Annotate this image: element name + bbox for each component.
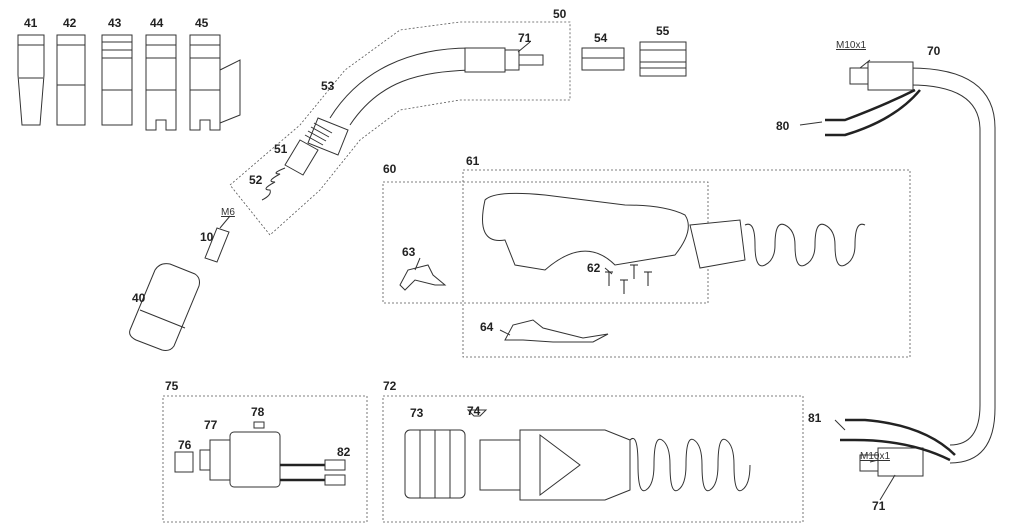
swan-neck-50	[307, 47, 544, 156]
label-42: 42	[63, 16, 77, 30]
label-78: 78	[251, 405, 265, 419]
connector-77	[199, 431, 281, 488]
tip-holder-51	[284, 122, 333, 176]
nut-76	[174, 451, 194, 473]
screw-78	[253, 421, 265, 429]
clip-74	[466, 409, 488, 417]
group-box-50	[229, 21, 571, 236]
trigger-63	[399, 264, 447, 291]
label-76: 76	[178, 438, 192, 452]
label-60: 60	[383, 162, 397, 176]
label-m6: M6	[221, 207, 235, 218]
nozzle-44	[145, 34, 177, 131]
label-70: 70	[927, 44, 941, 58]
nozzle-42	[56, 34, 86, 126]
group-box-61	[462, 169, 911, 358]
wires-80	[825, 88, 921, 137]
body-72	[479, 429, 751, 501]
handle-61	[482, 192, 866, 271]
spring-52	[261, 167, 286, 201]
label-75: 75	[165, 379, 179, 393]
leader-lines	[219, 41, 896, 501]
label-m10x1-bottom: M10x1	[860, 451, 890, 462]
label-54: 54	[594, 31, 608, 45]
terminals-82	[324, 459, 346, 486]
nozzle-41	[17, 34, 45, 126]
sleeve-55	[639, 41, 687, 77]
label-53: 53	[321, 79, 335, 93]
sleeve-54	[581, 47, 625, 71]
label-51: 51	[274, 142, 288, 156]
group-box-72	[382, 395, 804, 523]
label-m10x1-top: M10x1	[836, 40, 866, 51]
label-73: 73	[410, 406, 424, 420]
label-55: 55	[656, 24, 670, 38]
label-50: 50	[553, 7, 567, 21]
label-72: 72	[383, 379, 397, 393]
label-52: 52	[249, 173, 263, 187]
label-71-bottom: 71	[872, 499, 886, 513]
label-82: 82	[337, 445, 351, 459]
nozzle-45	[189, 34, 241, 131]
label-44: 44	[150, 16, 164, 30]
label-63: 63	[402, 245, 416, 259]
cable-70	[849, 61, 996, 477]
contact-tip-10	[204, 227, 230, 263]
label-43: 43	[108, 16, 122, 30]
wires-81	[840, 418, 956, 462]
trigger-64	[504, 319, 609, 343]
label-45: 45	[195, 16, 209, 30]
label-77: 77	[204, 418, 218, 432]
nozzle-43	[101, 34, 133, 126]
label-10: 10	[200, 230, 214, 244]
nozzle-40	[129, 263, 200, 351]
screws-62	[605, 264, 652, 294]
label-71-top: 71	[518, 31, 532, 45]
connector-73	[404, 429, 466, 499]
label-64: 64	[480, 320, 494, 334]
label-80: 80	[776, 119, 790, 133]
label-40: 40	[132, 291, 146, 305]
label-61: 61	[466, 154, 480, 168]
label-74: 74	[467, 404, 481, 418]
wires-82	[280, 463, 325, 482]
label-81: 81	[808, 411, 822, 425]
label-62: 62	[587, 261, 601, 275]
label-41: 41	[24, 16, 38, 30]
group-box-75	[162, 395, 368, 523]
